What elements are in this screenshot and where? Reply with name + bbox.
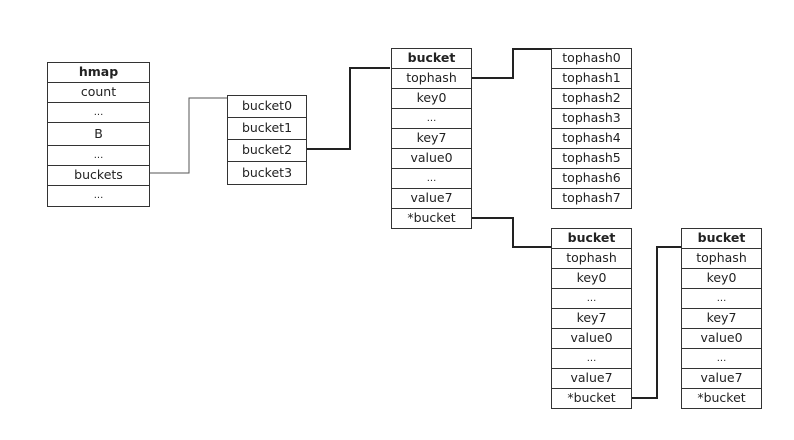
overflow-bucket-2: bucket tophash key0 ... key7 value0 ... …: [681, 228, 762, 409]
bucket-field-value0: value0: [681, 328, 762, 349]
bucket-field-ellipsis: ...: [551, 348, 632, 369]
bucket-field-key7: key7: [681, 308, 762, 329]
bucket-field-key0: key0: [551, 268, 632, 289]
tophash-array-item: tophash6: [551, 168, 632, 189]
buckets-to-bucket-array-arrow: [150, 97, 227, 174]
bucket-title: bucket: [681, 228, 762, 249]
hmap-field-ellipsis: ...: [47, 145, 150, 166]
hmap-field-b: B: [47, 122, 150, 146]
tophash-array-item: tophash2: [551, 88, 632, 109]
tophash-array: tophash0 tophash1 tophash2 tophash3 toph…: [551, 48, 632, 209]
bucket-field-key7: key7: [391, 128, 472, 149]
tophash-array-item: tophash7: [551, 188, 632, 209]
hmap-field-buckets: buckets: [47, 165, 150, 186]
tophash-array-item: tophash1: [551, 68, 632, 89]
bucket-title: bucket: [391, 48, 472, 69]
buckets-array-item: bucket1: [227, 117, 307, 140]
bucket-title: bucket: [551, 228, 632, 249]
bucket-field-tophash: tophash: [681, 248, 762, 269]
bucket-field-value7: value7: [681, 368, 762, 389]
bucket-field-value7: value7: [391, 188, 472, 209]
tophash-array-item: tophash0: [551, 48, 632, 69]
overflow-pointer-arrow-1: [472, 217, 551, 248]
hmap-title: hmap: [47, 62, 150, 83]
buckets-array-item: bucket0: [227, 95, 307, 118]
bucket-field-value0: value0: [391, 148, 472, 169]
bucket-field-value7: value7: [551, 368, 632, 389]
tophash-array-item: tophash4: [551, 128, 632, 149]
bucket-field-tophash: tophash: [551, 248, 632, 269]
buckets-array: bucket0 bucket1 bucket2 bucket3: [227, 95, 307, 185]
bucket-field-key0: key0: [681, 268, 762, 289]
tophash-array-item: tophash3: [551, 108, 632, 129]
buckets-array-item: bucket2: [227, 139, 307, 162]
bucket-field-key0: key0: [391, 88, 472, 109]
bucket-field-overflow-pointer: *bucket: [551, 388, 632, 409]
bucket-field-overflow-pointer: *bucket: [391, 208, 472, 229]
tophash-array-item: tophash5: [551, 148, 632, 169]
bucket-field-ellipsis: ...: [681, 288, 762, 309]
buckets-array-item: bucket3: [227, 161, 307, 185]
overflow-pointer-arrow-2: [632, 246, 681, 399]
bucket-field-ellipsis: ...: [681, 348, 762, 369]
bucket-field-key7: key7: [551, 308, 632, 329]
hmap-field-ellipsis: ...: [47, 102, 150, 123]
overflow-bucket-1: bucket tophash key0 ... key7 value0 ... …: [551, 228, 632, 409]
bucket-struct: bucket tophash key0 ... key7 value0 ... …: [391, 48, 472, 229]
bucket-field-ellipsis: ...: [551, 288, 632, 309]
bucket-field-tophash: tophash: [391, 68, 472, 89]
bucket-field-ellipsis: ...: [391, 168, 472, 189]
hmap-field-count: count: [47, 82, 150, 103]
bucket2-to-bucket-arrow: [307, 67, 390, 150]
bucket-field-overflow-pointer: *bucket: [681, 388, 762, 409]
bucket-field-value0: value0: [551, 328, 632, 349]
bucket-field-ellipsis: ...: [391, 108, 472, 129]
tophash-to-tophash-array-arrow: [472, 48, 551, 79]
hmap-field-ellipsis: ...: [47, 185, 150, 207]
hmap-struct: hmap count ... B ... buckets ...: [47, 62, 150, 207]
